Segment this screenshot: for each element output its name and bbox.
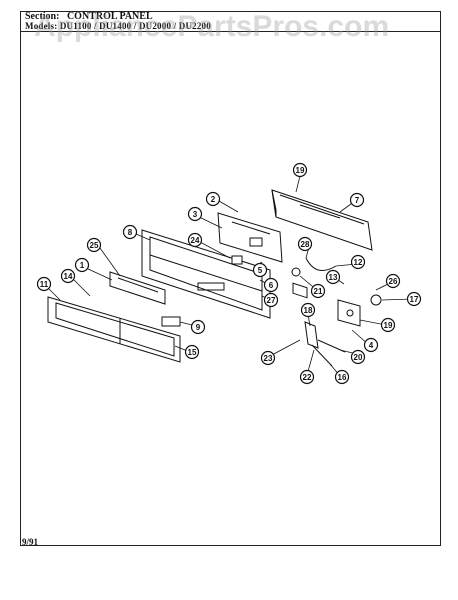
callout-number: 20	[354, 353, 363, 362]
callout-4: 4	[363, 337, 379, 353]
part-switch-strip	[109, 271, 166, 305]
callout-number: 6	[269, 281, 274, 290]
part-control-board	[217, 212, 283, 263]
part-rear-housing	[271, 189, 373, 299]
callout-17: 17	[406, 291, 422, 307]
callout-number: 14	[64, 272, 73, 281]
page-frame	[20, 11, 441, 546]
callout-14: 14	[60, 268, 76, 284]
models-line: Models: DU1100 / DU1400 / DU2000 / DU220…	[25, 21, 211, 31]
callout-5: 5	[252, 262, 268, 278]
callout-16: 16	[334, 369, 350, 385]
callout-19: 19	[292, 162, 308, 178]
callout-number: 21	[314, 287, 323, 296]
callout-2: 2	[205, 191, 221, 207]
callout-7: 7	[349, 192, 365, 208]
callout-25: 25	[86, 237, 102, 253]
callout-8: 8	[122, 224, 138, 240]
header-divider	[20, 31, 441, 32]
callout-23: 23	[260, 350, 276, 366]
callout-number: 7	[355, 196, 360, 205]
callout-22: 22	[299, 369, 315, 385]
callout-15: 15	[184, 344, 200, 360]
callout-1: 1	[74, 257, 90, 273]
callout-number: 18	[304, 306, 313, 315]
callout-28: 28	[297, 236, 313, 252]
part-switch-block	[337, 299, 361, 327]
callout-number: 11	[40, 280, 49, 289]
callout-24: 24	[187, 232, 203, 248]
part-console-panel	[141, 229, 271, 319]
models-value: DU1100 / DU1400 / DU2000 / DU2200	[59, 21, 211, 31]
callout-18: 18	[300, 302, 316, 318]
callout-number: 27	[267, 296, 276, 305]
callout-21: 21	[310, 283, 326, 299]
callout-27: 27	[263, 292, 279, 308]
callout-number: 1	[80, 261, 85, 270]
callout-number: 8	[128, 228, 133, 237]
callout-number: 22	[303, 373, 312, 382]
callout-number: 15	[188, 348, 197, 357]
callout-number: 26	[389, 277, 398, 286]
callout-number: 13	[329, 273, 338, 282]
models-label: Models:	[25, 21, 58, 31]
section-heading: Section: CONTROL PANEL	[25, 11, 153, 22]
callout-9: 9	[190, 319, 206, 335]
part-knob	[370, 294, 382, 306]
part-wire	[305, 257, 337, 271]
callout-12: 12	[350, 254, 366, 270]
callout-number: 3	[193, 210, 198, 219]
section-label: Section:	[25, 11, 60, 22]
part-plate	[161, 316, 181, 327]
callout-number: 23	[264, 354, 273, 363]
callout-number: 9	[196, 323, 201, 332]
callout-13: 13	[325, 269, 341, 285]
callout-number: 2	[211, 195, 216, 204]
callout-6: 6	[263, 277, 279, 293]
part-button	[231, 255, 243, 265]
callout-number: 25	[90, 241, 99, 250]
callout-number: 17	[410, 295, 419, 304]
callout-number: 12	[354, 258, 363, 267]
part-clip	[291, 267, 301, 277]
callout-11: 11	[36, 276, 52, 292]
section-value: CONTROL PANEL	[66, 11, 153, 22]
part-front-trim	[47, 296, 181, 363]
callout-20: 20	[350, 349, 366, 365]
callout-number: 4	[369, 341, 374, 350]
callout-number: 19	[296, 166, 305, 175]
callout-number: 28	[301, 240, 310, 249]
callout-number: 19	[384, 321, 393, 330]
callout-number: 16	[338, 373, 347, 382]
revision-date: 9/91	[22, 537, 39, 547]
callout-number: 5	[258, 266, 263, 275]
callout-26: 26	[385, 273, 401, 289]
callout-number: 24	[191, 236, 200, 245]
callout-3: 3	[187, 206, 203, 222]
callout-19: 19	[380, 317, 396, 333]
